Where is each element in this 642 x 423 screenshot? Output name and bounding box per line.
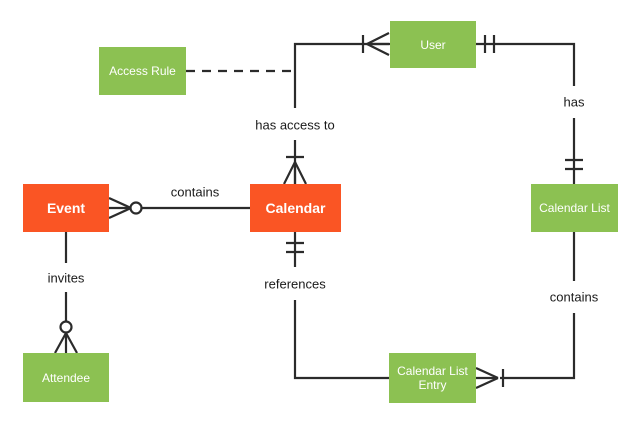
entity-access-rule[interactable]: Access Rule [99, 47, 186, 95]
relationship-label-text: references [264, 276, 326, 292]
connector-contains-cl-lower [500, 313, 576, 380]
marker-attendee-top-zero-circle [59, 320, 73, 334]
entity-calendar-list-entry[interactable]: Calendar List Entry [389, 353, 476, 403]
marker-user-left-one-or-many [361, 32, 390, 56]
relationship-label-invites: invites [45, 270, 87, 286]
entity-event[interactable]: Event [23, 184, 109, 232]
marker-calendar-bottom-exactly-one [286, 241, 304, 254]
relationship-label-references: references [262, 276, 328, 292]
marker-attendee-top-crowsfoot [54, 332, 78, 354]
entity-attendee[interactable]: Attendee [23, 353, 109, 402]
entity-label: User [420, 37, 446, 52]
relationship-label-has: has [561, 94, 587, 110]
relationship-label-text: has access to [255, 117, 335, 133]
marker-cle-right-one-or-many [475, 366, 505, 390]
entity-label: Access Rule [109, 64, 176, 78]
entity-label: Attendee [41, 370, 91, 385]
relationship-label-text: contains [170, 184, 220, 200]
relationship-label-contains-calendar-list: contains [547, 289, 601, 305]
relationship-label-text: contains [549, 289, 599, 305]
marker-event-right-zero-or-many [108, 196, 132, 220]
marker-calendar-list-top-exactly-one [565, 158, 583, 171]
connector-references-lower [293, 300, 389, 380]
entity-label: Calendar List Entry [397, 364, 468, 392]
relationship-label-text: invites [47, 270, 85, 286]
entity-label: Calendar List [539, 201, 610, 215]
connector-has-upper [476, 42, 576, 86]
marker-user-right-exactly-one [483, 35, 496, 53]
entity-user[interactable]: User [390, 21, 476, 68]
entity-calendar-list[interactable]: Calendar List [531, 184, 618, 232]
entity-label: Calendar [265, 200, 326, 216]
relationship-label-text: has [563, 94, 585, 110]
marker-calendar-top-one-or-many [283, 155, 307, 185]
connector-has-access-to-upper [293, 42, 390, 108]
entity-label: Event [46, 200, 86, 216]
relationship-label-has-access-to: has access to [253, 117, 337, 133]
entity-calendar[interactable]: Calendar [250, 184, 341, 232]
marker-event-right-zero-circle [129, 201, 143, 215]
relationship-label-contains-event-calendar: contains [168, 184, 222, 200]
